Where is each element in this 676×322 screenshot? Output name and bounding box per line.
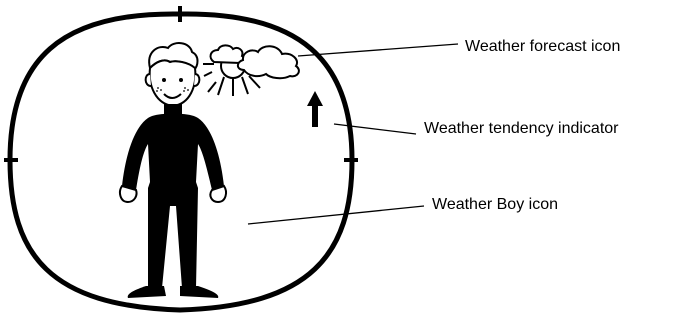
- big-cloud: [238, 46, 299, 78]
- small-cloud: [211, 45, 245, 63]
- boy-leader-line: [248, 206, 424, 224]
- boy-torso: [122, 114, 224, 191]
- boy-face: [150, 60, 196, 106]
- tendency-indicator-label: Weather tendency indicator: [424, 120, 618, 138]
- weather-boy-figure-icon: [120, 43, 226, 298]
- forecast-leader-line: [298, 44, 458, 56]
- up-arrow-icon: [307, 91, 323, 127]
- tendency-leader-line: [334, 124, 416, 134]
- boy-icon-label: Weather Boy icon: [432, 196, 558, 214]
- sun-behind-cloud-icon: [203, 45, 299, 96]
- boy-legs: [148, 182, 198, 288]
- forecast-icon-label: Weather forecast icon: [465, 38, 620, 56]
